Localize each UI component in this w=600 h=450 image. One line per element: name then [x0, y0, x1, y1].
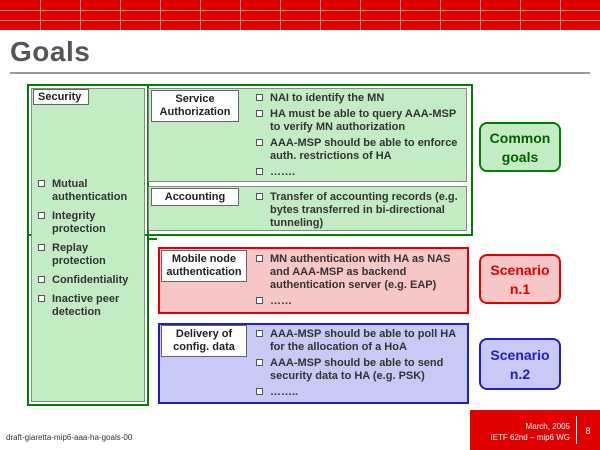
delivery-config-list: AAA-MSP should be able to poll HA for th… — [256, 328, 464, 399]
page-number: 8 — [585, 426, 591, 436]
security-list: Mutual authentication Integrity protecti… — [38, 178, 142, 319]
list-item: Confidentiality — [38, 274, 142, 287]
list-item: Mutual authentication — [38, 178, 142, 204]
list-item: ……. — [256, 166, 462, 179]
accounting-list: Transfer of accounting records (e.g. byt… — [256, 191, 462, 230]
mobile-node-auth-list: MN authentication with HA as NAS and AAA… — [256, 253, 464, 308]
connector-line — [147, 238, 149, 406]
list-item: Inactive peer detection — [38, 293, 142, 319]
list-item: AAA-MSP should be able to send security … — [256, 357, 464, 383]
title-divider — [10, 72, 590, 74]
common-goals-tag: Common goals — [479, 122, 561, 172]
footer-event: IETF 62nd – mip6 WG — [490, 433, 570, 442]
list-item: Replay protection — [38, 242, 142, 268]
footer-draft-name: draft-giaretta-mip6-aaa-ha-goals-00 — [6, 433, 133, 442]
list-item: AAA-MSP should be able to enforce auth. … — [256, 137, 462, 163]
header-bar — [0, 0, 600, 30]
service-authorization-label: Service Authorization — [151, 90, 239, 122]
service-authorization-panel — [148, 88, 467, 182]
footer-date: March, 2005 — [525, 422, 570, 431]
scenario2-tag: Scenario n.2 — [479, 338, 561, 390]
list-item: HA must be able to query AAA-MSP to veri… — [256, 108, 462, 134]
security-label: Security — [33, 89, 89, 105]
delivery-config-label: Delivery of config. data — [161, 325, 247, 357]
security-panel — [31, 88, 145, 402]
list-item: AAA-MSP should be able to poll HA for th… — [256, 328, 464, 354]
list-item: …… — [256, 295, 464, 308]
service-authorization-list: NAI to identify the MN HA must be able t… — [256, 92, 462, 179]
list-item: NAI to identify the MN — [256, 92, 462, 105]
footer-bar: March, 2005 IETF 62nd – mip6 WG 8 — [470, 410, 600, 450]
accounting-label: Accounting — [151, 188, 239, 206]
scenario1-tag: Scenario n.1 — [479, 254, 561, 304]
footer-divider — [576, 416, 577, 444]
list-item: Transfer of accounting records (e.g. byt… — [256, 191, 462, 230]
connector-line — [147, 238, 157, 240]
list-item: MN authentication with HA as NAS and AAA… — [256, 253, 464, 292]
list-item: …….. — [256, 386, 464, 399]
mobile-node-auth-label: Mobile node authentication — [161, 250, 247, 282]
page-title: Goals — [10, 36, 91, 67]
list-item: Integrity protection — [38, 210, 142, 236]
